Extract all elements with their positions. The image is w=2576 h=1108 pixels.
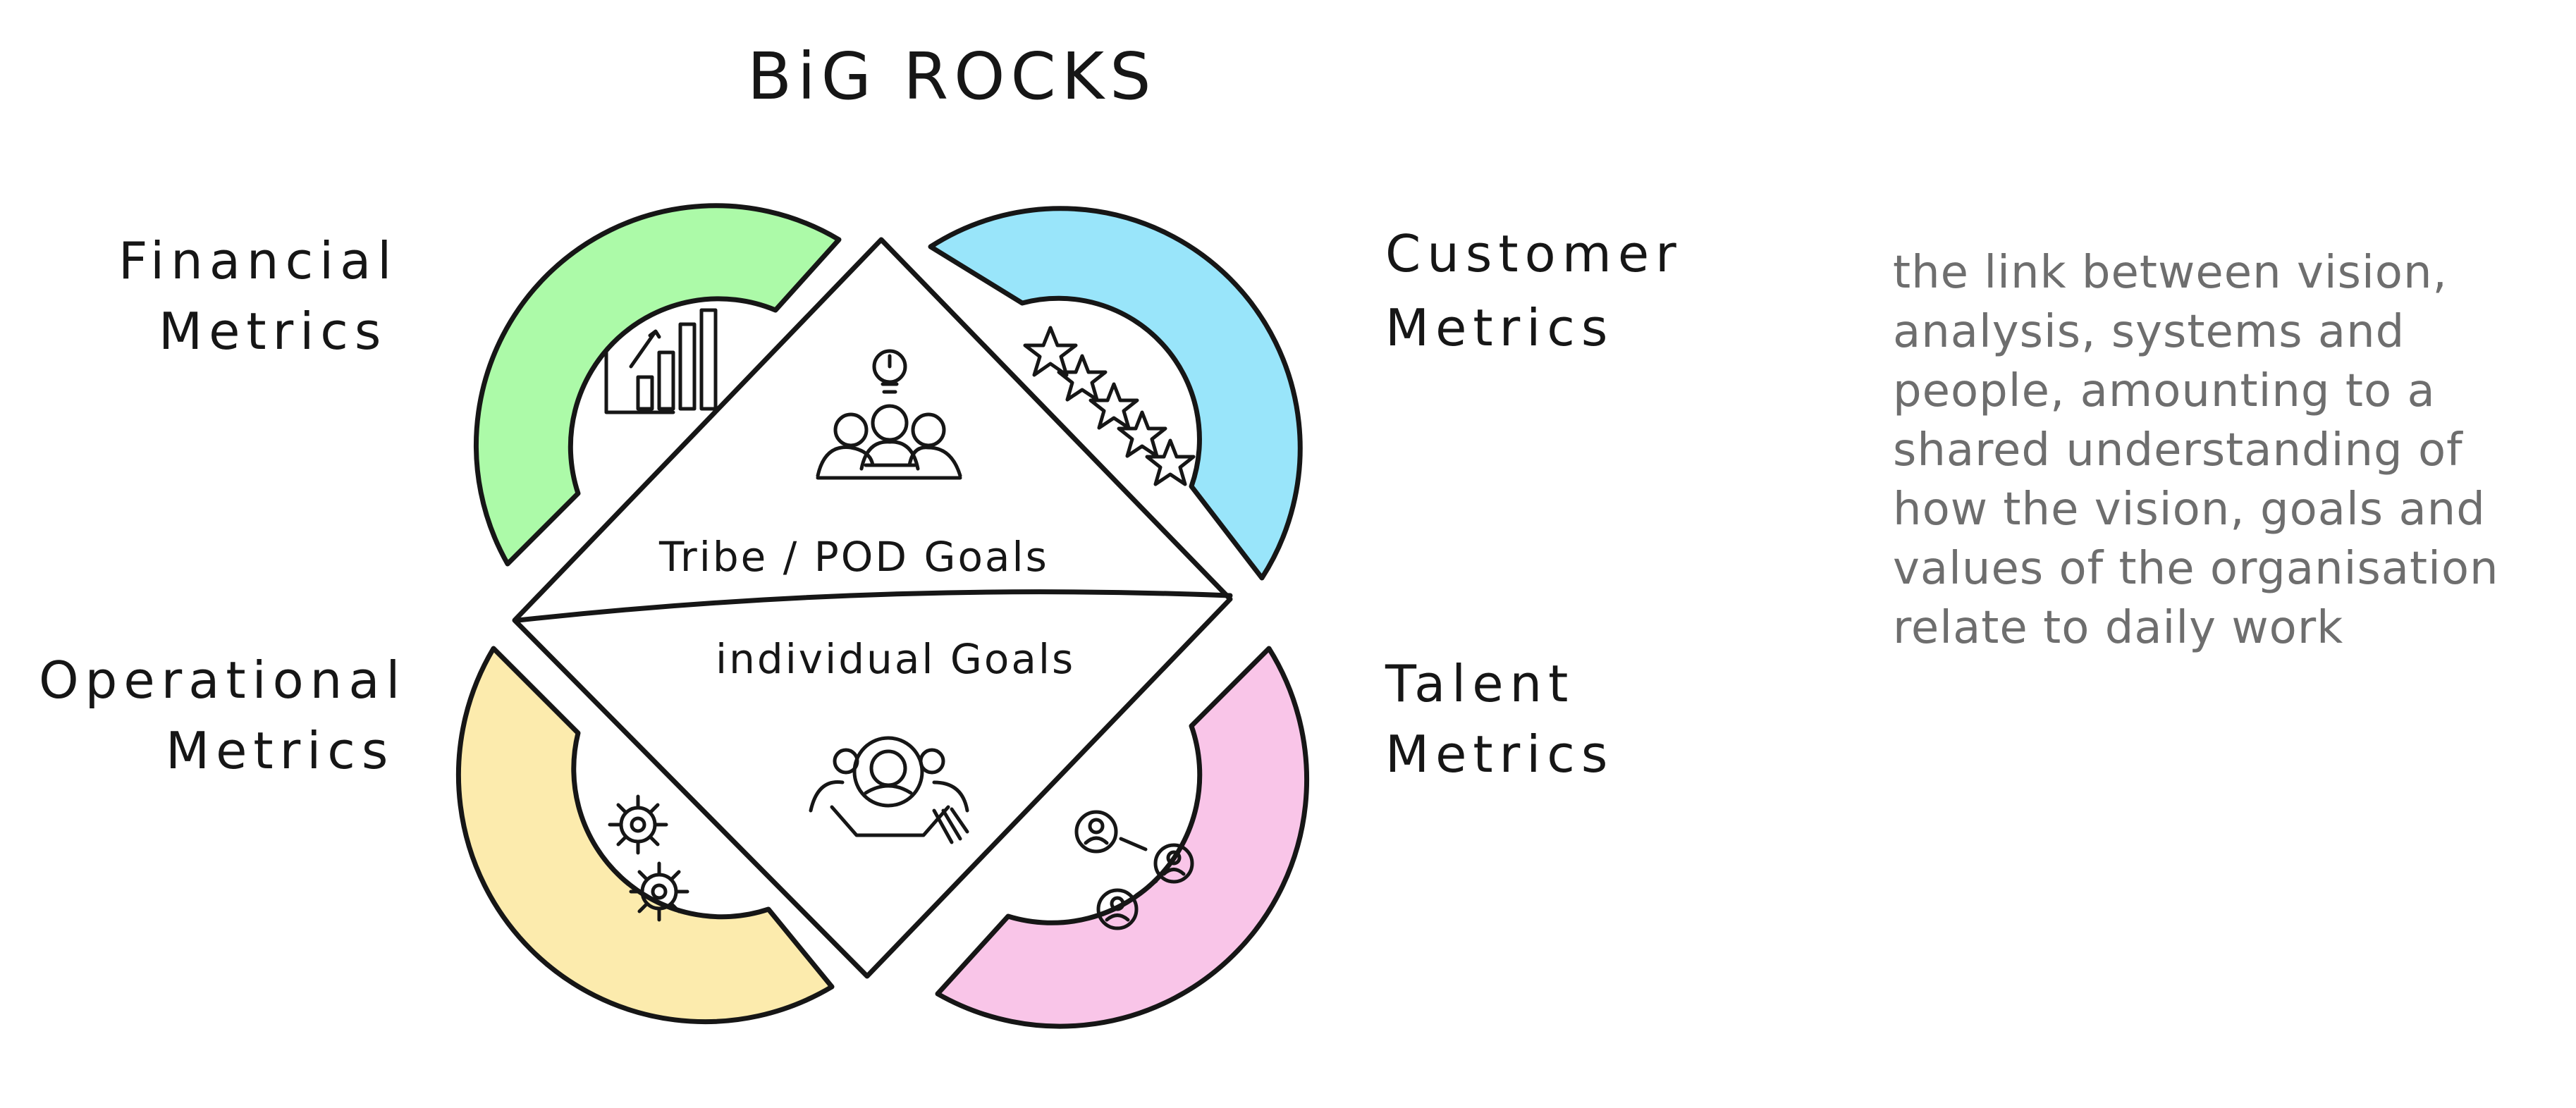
team-lightbulb-icon — [816, 349, 962, 480]
svg-text:Metrics: Metrics — [1385, 298, 1614, 357]
financial-metrics-ring — [474, 203, 842, 567]
description-text: the link between vision, analysis, syste… — [1893, 247, 2499, 654]
gears-icon — [608, 794, 689, 922]
individual-person-icon — [809, 736, 969, 844]
diamond-divider — [515, 589, 1233, 623]
tribe-pod-goals-label: Tribe / POD Goals — [658, 533, 1049, 581]
svg-text:Talent: Talent — [1385, 654, 1574, 713]
svg-text:Operational: Operational — [39, 651, 406, 710]
operational-metrics-ring — [455, 646, 835, 1025]
svg-text:Financial: Financial — [118, 231, 398, 290]
people-network-icon — [1074, 810, 1194, 930]
bar-chart-icon — [604, 308, 718, 414]
talent-metrics-label: Talent Metrics — [1385, 654, 1614, 784]
svg-text:Metrics: Metrics — [1385, 725, 1614, 784]
svg-text:Metrics: Metrics — [159, 302, 387, 361]
talent-metrics-ring — [935, 646, 1310, 1029]
svg-text:Metrics: Metrics — [166, 721, 394, 780]
financial-metrics-label: Financial Metrics — [118, 231, 398, 361]
five-stars-icon — [1023, 326, 1196, 486]
customer-metrics-label: Customer Metrics — [1385, 224, 1683, 357]
center-diamond — [512, 237, 1233, 979]
diagram-title: BiG ROCKS — [747, 39, 1157, 114]
operational-metrics-label: Operational Metrics — [39, 651, 406, 780]
svg-text:Customer: Customer — [1385, 224, 1683, 283]
customer-metrics-ring — [928, 206, 1303, 581]
individual-goals-label: individual Goals — [716, 635, 1075, 683]
